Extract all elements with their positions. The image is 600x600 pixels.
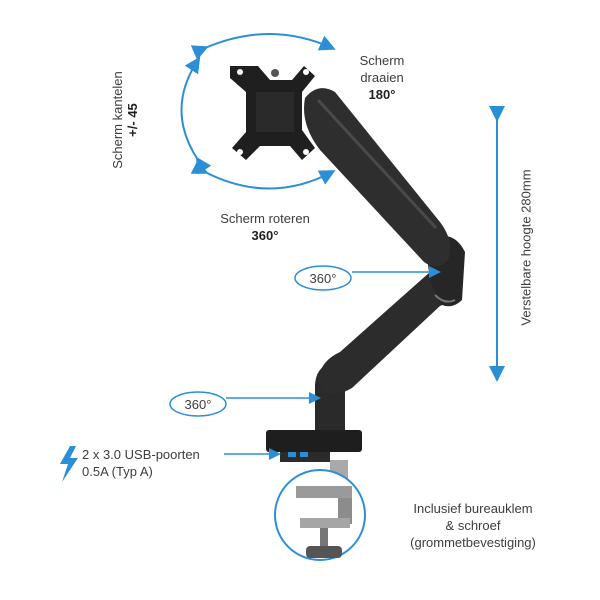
desk-base (266, 430, 362, 462)
clamp-label: Inclusief bureauklem & schroef (grommetb… (410, 501, 536, 550)
swivel-label: Scherm draaien 180° (359, 53, 405, 102)
vesa-mount-plate (230, 66, 315, 160)
rotate-label: Scherm roteren 360° (220, 211, 310, 243)
joint-lower-label: 360° (184, 397, 212, 412)
clamp-detail-circle (274, 469, 366, 561)
joint-upper-ellipse (294, 265, 352, 291)
arm-lower-segment (318, 267, 462, 395)
usb-label: 2 x 3.0 USB-poorten 0.5A (Typ A) (82, 447, 200, 479)
swivel-arc (190, 33, 336, 61)
rotate-arc (190, 159, 336, 190)
tilt-arc (180, 56, 212, 175)
joint-lower-ellipse (169, 391, 227, 417)
height-label: Verstelbare hoogte 280mm (518, 169, 534, 326)
arm-upper-segment (304, 88, 451, 267)
joint-upper-label: 360° (309, 271, 337, 286)
lightning-bolt-icon (60, 446, 78, 482)
arm-upper-highlight (316, 98, 438, 230)
tilt-label: Scherm kantelen +/- 45 (110, 71, 140, 169)
